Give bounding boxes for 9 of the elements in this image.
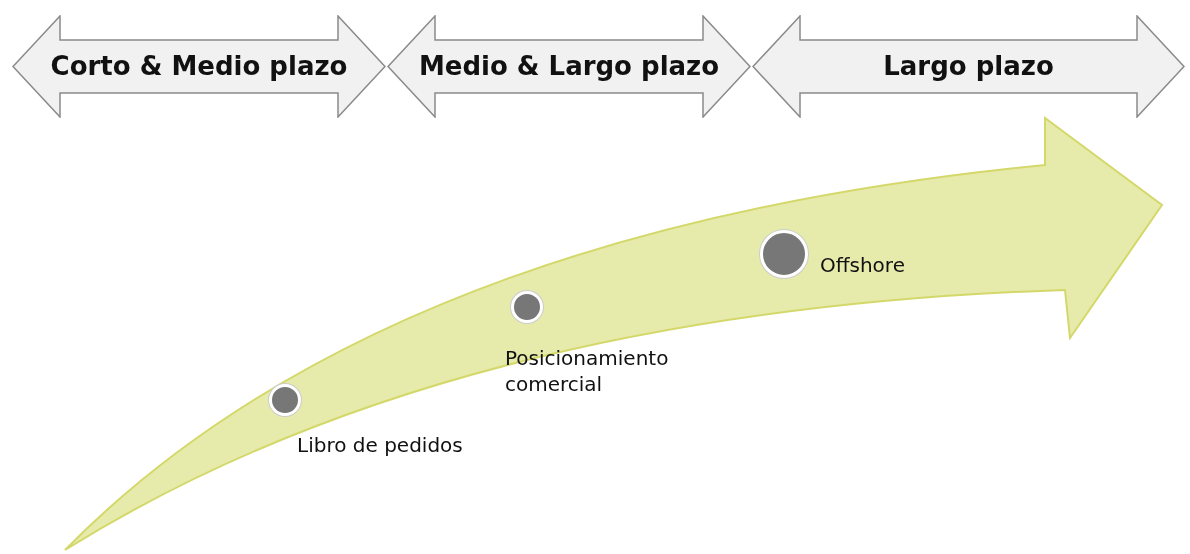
milestone-label: Offshore [820, 252, 906, 278]
milestone-label: Libro de pedidos [297, 432, 464, 458]
milestone-dot [269, 384, 301, 416]
time-frame-label: Largo plazo [882, 51, 1055, 81]
time-frame-label: Corto & Medio plazo [49, 51, 349, 81]
double-arrow-band [752, 15, 1185, 118]
double-arrow-band [387, 15, 751, 118]
double-arrow-band [12, 15, 386, 118]
time-frame-label: Medio & Largo plazo [417, 51, 721, 81]
